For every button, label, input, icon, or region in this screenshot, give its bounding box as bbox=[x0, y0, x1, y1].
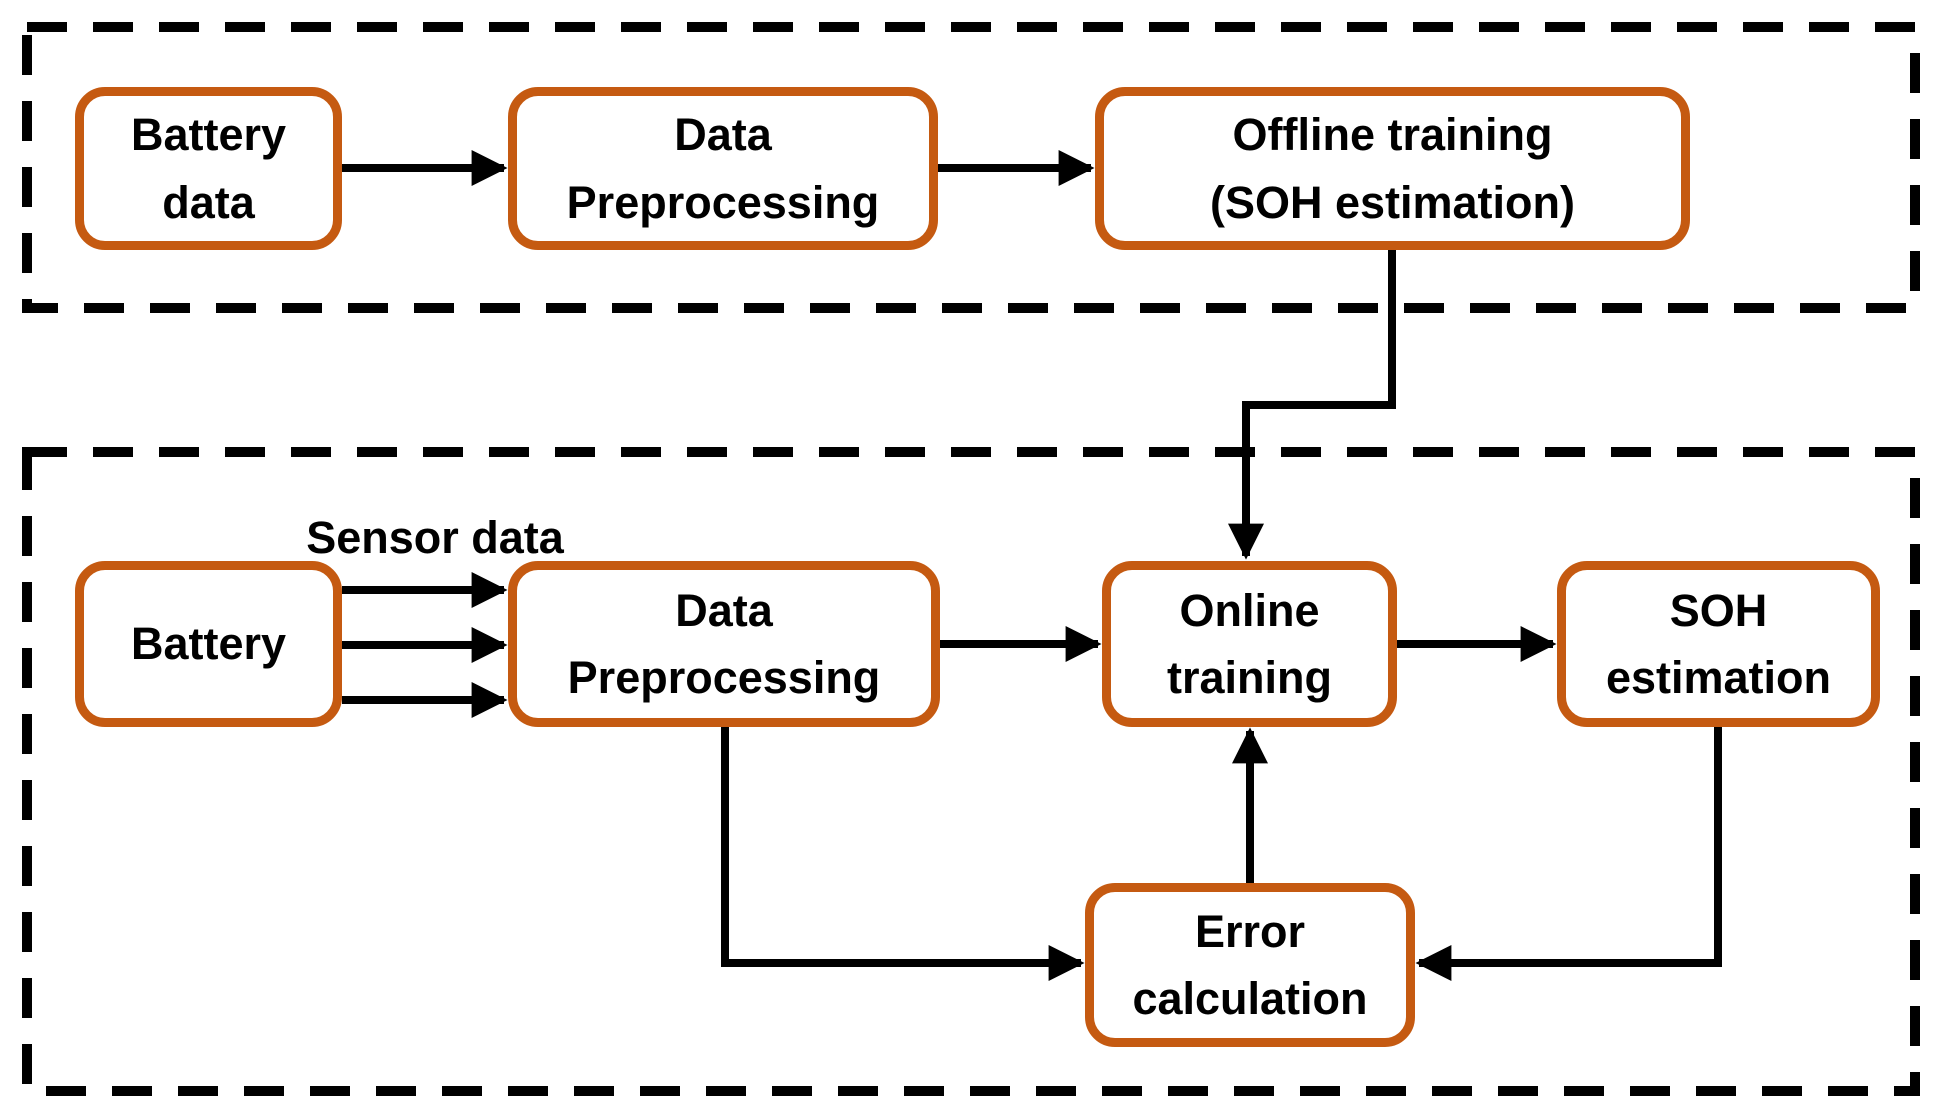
sensor-data-label: Sensor data bbox=[306, 512, 564, 563]
node-offline-training-line1: Offline training bbox=[1232, 109, 1553, 160]
node-data-preprocessing-online-line2: Preprocessing bbox=[567, 652, 881, 703]
node-battery-data: Battery data bbox=[75, 87, 342, 250]
node-soh-estimation-line1: SOH bbox=[1669, 584, 1768, 636]
node-offline-training-line2: (SOH estimation) bbox=[1209, 176, 1576, 228]
node-data-preprocessing-offline-line1: Data bbox=[674, 109, 772, 160]
node-data-preprocessing-offline: Data Preprocessing bbox=[508, 87, 938, 250]
node-data-preprocessing-online-line1: Data bbox=[675, 584, 773, 636]
offline-section-border bbox=[22, 22, 1920, 313]
node-battery-data-line2: data bbox=[162, 176, 255, 228]
node-error-calculation: Error calculation bbox=[1085, 883, 1415, 1047]
node-soh-estimation-line2: estimation bbox=[1605, 652, 1832, 703]
node-error-calculation-line1: Error bbox=[1194, 905, 1306, 957]
node-offline-training: Offline training (SOH estimation) bbox=[1095, 87, 1690, 250]
node-data-preprocessing-online: Data Preprocessing bbox=[508, 561, 940, 727]
node-battery: Battery bbox=[75, 561, 342, 727]
node-battery-data-line1: Battery bbox=[130, 109, 287, 160]
node-online-training-line2: training bbox=[1167, 652, 1332, 703]
node-battery-line1: Battery bbox=[130, 618, 287, 670]
node-soh-estimation: SOH estimation bbox=[1557, 561, 1880, 727]
node-online-training-line1: Online bbox=[1179, 584, 1320, 636]
node-error-calculation-line2: calculation bbox=[1132, 973, 1368, 1024]
arrow-preprocessing-to-error bbox=[721, 727, 1085, 981]
online-section-border bbox=[22, 447, 1920, 1096]
arrow-offline-training-to-online-training bbox=[1228, 250, 1396, 560]
arrow-soh-to-error bbox=[1415, 727, 1722, 981]
node-online-training: Online training bbox=[1102, 561, 1397, 727]
node-data-preprocessing-offline-line2: Preprocessing bbox=[566, 176, 880, 228]
